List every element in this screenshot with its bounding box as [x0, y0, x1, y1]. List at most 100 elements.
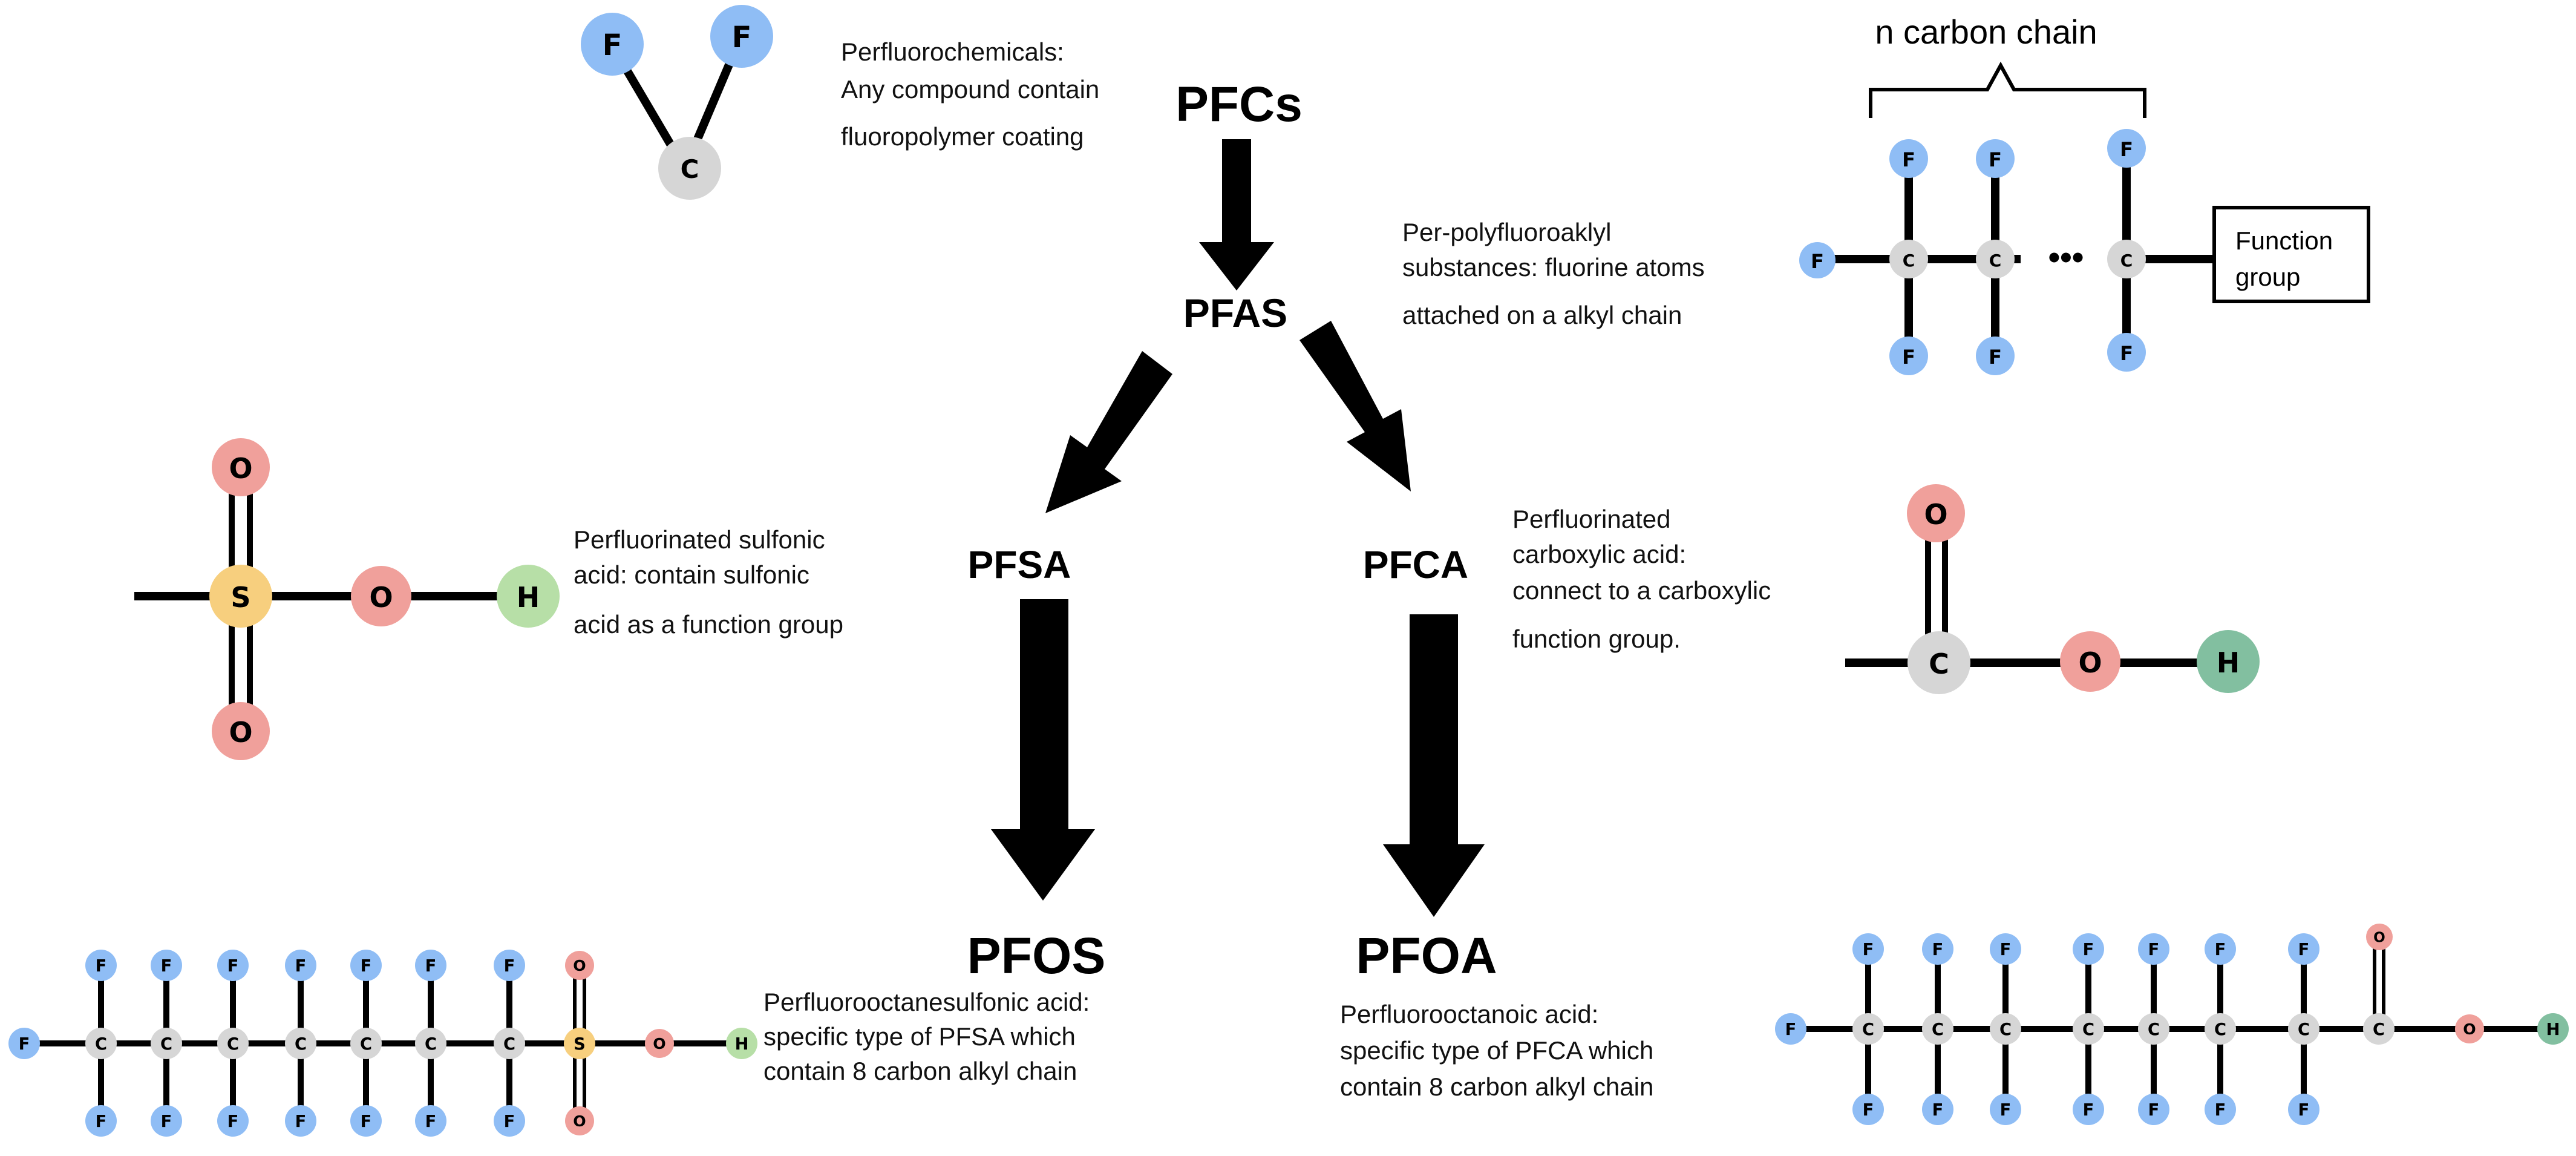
fluorine-atom [85, 950, 117, 981]
fluorine-atom [350, 950, 382, 981]
fluorine-atom-label: F [361, 1112, 372, 1131]
node-pfoa: PFOA [1356, 927, 1497, 984]
svg-text:contain 8 carbon alkyl chain: contain 8 carbon alkyl chain [763, 1057, 1077, 1085]
oxygen-atom [351, 566, 411, 626]
fluorine-atom-label: F [2148, 1101, 2160, 1120]
svg-text:O: O [229, 452, 252, 485]
fluorine-atom [1990, 1094, 2021, 1125]
carbon-atom [2288, 1013, 2319, 1045]
carbon-atom [217, 1028, 249, 1059]
svg-text:fluoropolymer coating: fluoropolymer coating [841, 122, 1084, 151]
svg-text:F: F [1989, 346, 2002, 369]
fluorine-atom-label: F [425, 957, 437, 976]
arrow-pfsa-to-pfos [991, 599, 1095, 901]
svg-text:Perfluorinated sulfonic: Perfluorinated sulfonic [574, 525, 825, 554]
fluorine-atom-label: F [504, 957, 515, 976]
oxygen-atom [565, 1106, 594, 1135]
fluorine-atom [1922, 1094, 1953, 1125]
node-pfcs: PFCs [1175, 77, 1303, 132]
fluorine-atom [2205, 933, 2236, 965]
svg-text:F: F [1902, 148, 1915, 171]
carbon-atom-label: C [1932, 1020, 1944, 1039]
svg-text:carboxylic acid:: carboxylic acid: [1512, 540, 1686, 568]
fluorine-atom-label: F [96, 957, 107, 976]
carbon-atom [1852, 1013, 1884, 1045]
carbon-atom-label: C [2082, 1020, 2094, 1039]
fluorine-atom [1852, 933, 1884, 965]
oxygen-atom [2060, 631, 2120, 692]
fluorine-atom [2107, 333, 2146, 372]
carbon-atom [2138, 1013, 2169, 1045]
fluorine-atom [2288, 1094, 2319, 1125]
fluorine-atom-label: F [2083, 941, 2094, 959]
fluorine-atom [151, 950, 182, 981]
carbon-atom-label: C [2148, 1020, 2160, 1039]
svg-text:F: F [1811, 250, 1824, 273]
fluorine-atom-label: F [161, 1112, 172, 1131]
fluorine-atom [8, 1028, 40, 1059]
svg-text:specific type of PFSA which: specific type of PFSA which [763, 1022, 1076, 1051]
fluorine-atom-label: F [96, 1112, 107, 1131]
hydrogen-atom [2197, 630, 2260, 693]
atom-c: C [658, 137, 721, 200]
carbon-atom-label: C [2298, 1020, 2310, 1039]
fluorine-atom [1775, 1013, 1806, 1045]
svg-text:contain 8 carbon alkyl chain: contain 8 carbon alkyl chain [1340, 1072, 1653, 1101]
svg-text:C: C [2120, 251, 2133, 271]
fluorine-atom-label: F [504, 1112, 515, 1131]
svg-text:C: C [1929, 648, 1949, 680]
fluorine-atom [1852, 1094, 1884, 1125]
carbon-atom [1990, 1013, 2021, 1045]
carbon-atom [1889, 240, 1928, 278]
carbon-atom [658, 137, 721, 200]
svg-text:C: C [1989, 251, 2002, 271]
classification-nodes: PFCs PFAS PFSA PFCA PFOS PFOA [967, 77, 1497, 984]
svg-text:F: F [603, 28, 623, 62]
fluorine-atom [151, 1105, 182, 1137]
carbon-atom [2363, 1013, 2395, 1045]
fluorine-atom-label: F [1785, 1020, 1797, 1039]
carbon-atom-label: C [1999, 1020, 2012, 1039]
fluorine-atom [2073, 1094, 2104, 1125]
fluorine-atom [1922, 933, 1953, 965]
fluorine-atom [2138, 933, 2169, 965]
svg-text:F: F [2120, 138, 2133, 161]
svg-text:connect to a carboxylic: connect to a carboxylic [1512, 576, 1771, 605]
molecule-sulfonic-acid: O O S O H [134, 438, 560, 760]
carbon-atom [2073, 1013, 2104, 1045]
fluorine-atom [581, 13, 644, 76]
function-group-box [2212, 206, 2370, 303]
fluorine-atom [415, 950, 446, 981]
node-pfca: PFCA [1363, 543, 1468, 586]
fluorine-atom [217, 950, 249, 981]
chain-brace [1869, 61, 2146, 118]
fluorine-atom [217, 1105, 249, 1137]
oxygen-atom [565, 951, 594, 980]
carbon-atom [2205, 1013, 2236, 1045]
carbon-atom [494, 1028, 525, 1059]
sulfur-atom [564, 1028, 595, 1059]
oxygen-atom [212, 438, 270, 496]
fluorine-atom [1976, 139, 2015, 178]
fluorine-atom [2073, 933, 2104, 965]
hydrogen-atom [726, 1028, 757, 1059]
carbon-atom-label: C [2214, 1020, 2226, 1039]
arrow-pfca-to-pfoa [1383, 614, 1485, 917]
fluorine-atom-label: F [425, 1112, 437, 1131]
fluorine-atom-label: F [2083, 1101, 2094, 1120]
svg-text:F: F [1902, 346, 1915, 369]
oxygen-atom-label: O [573, 957, 586, 974]
svg-text:Perfluorochemicals:: Perfluorochemicals: [841, 38, 1064, 66]
fluorine-atom-label: F [2298, 941, 2310, 959]
fluorine-atom-label: F [227, 1112, 239, 1131]
atom-f: F [710, 5, 773, 68]
svg-text:S: S [230, 581, 250, 614]
carbon-atom [151, 1028, 182, 1059]
fluorine-atom-label: F [2298, 1101, 2310, 1120]
arrow-pfas-to-pfsa [1045, 351, 1172, 513]
fluorine-atom [2288, 933, 2319, 965]
svg-text:H: H [517, 581, 540, 614]
svg-text:group: group [2235, 263, 2300, 291]
svg-text:Perfluorooctanoic acid:: Perfluorooctanoic acid: [1340, 1000, 1598, 1028]
